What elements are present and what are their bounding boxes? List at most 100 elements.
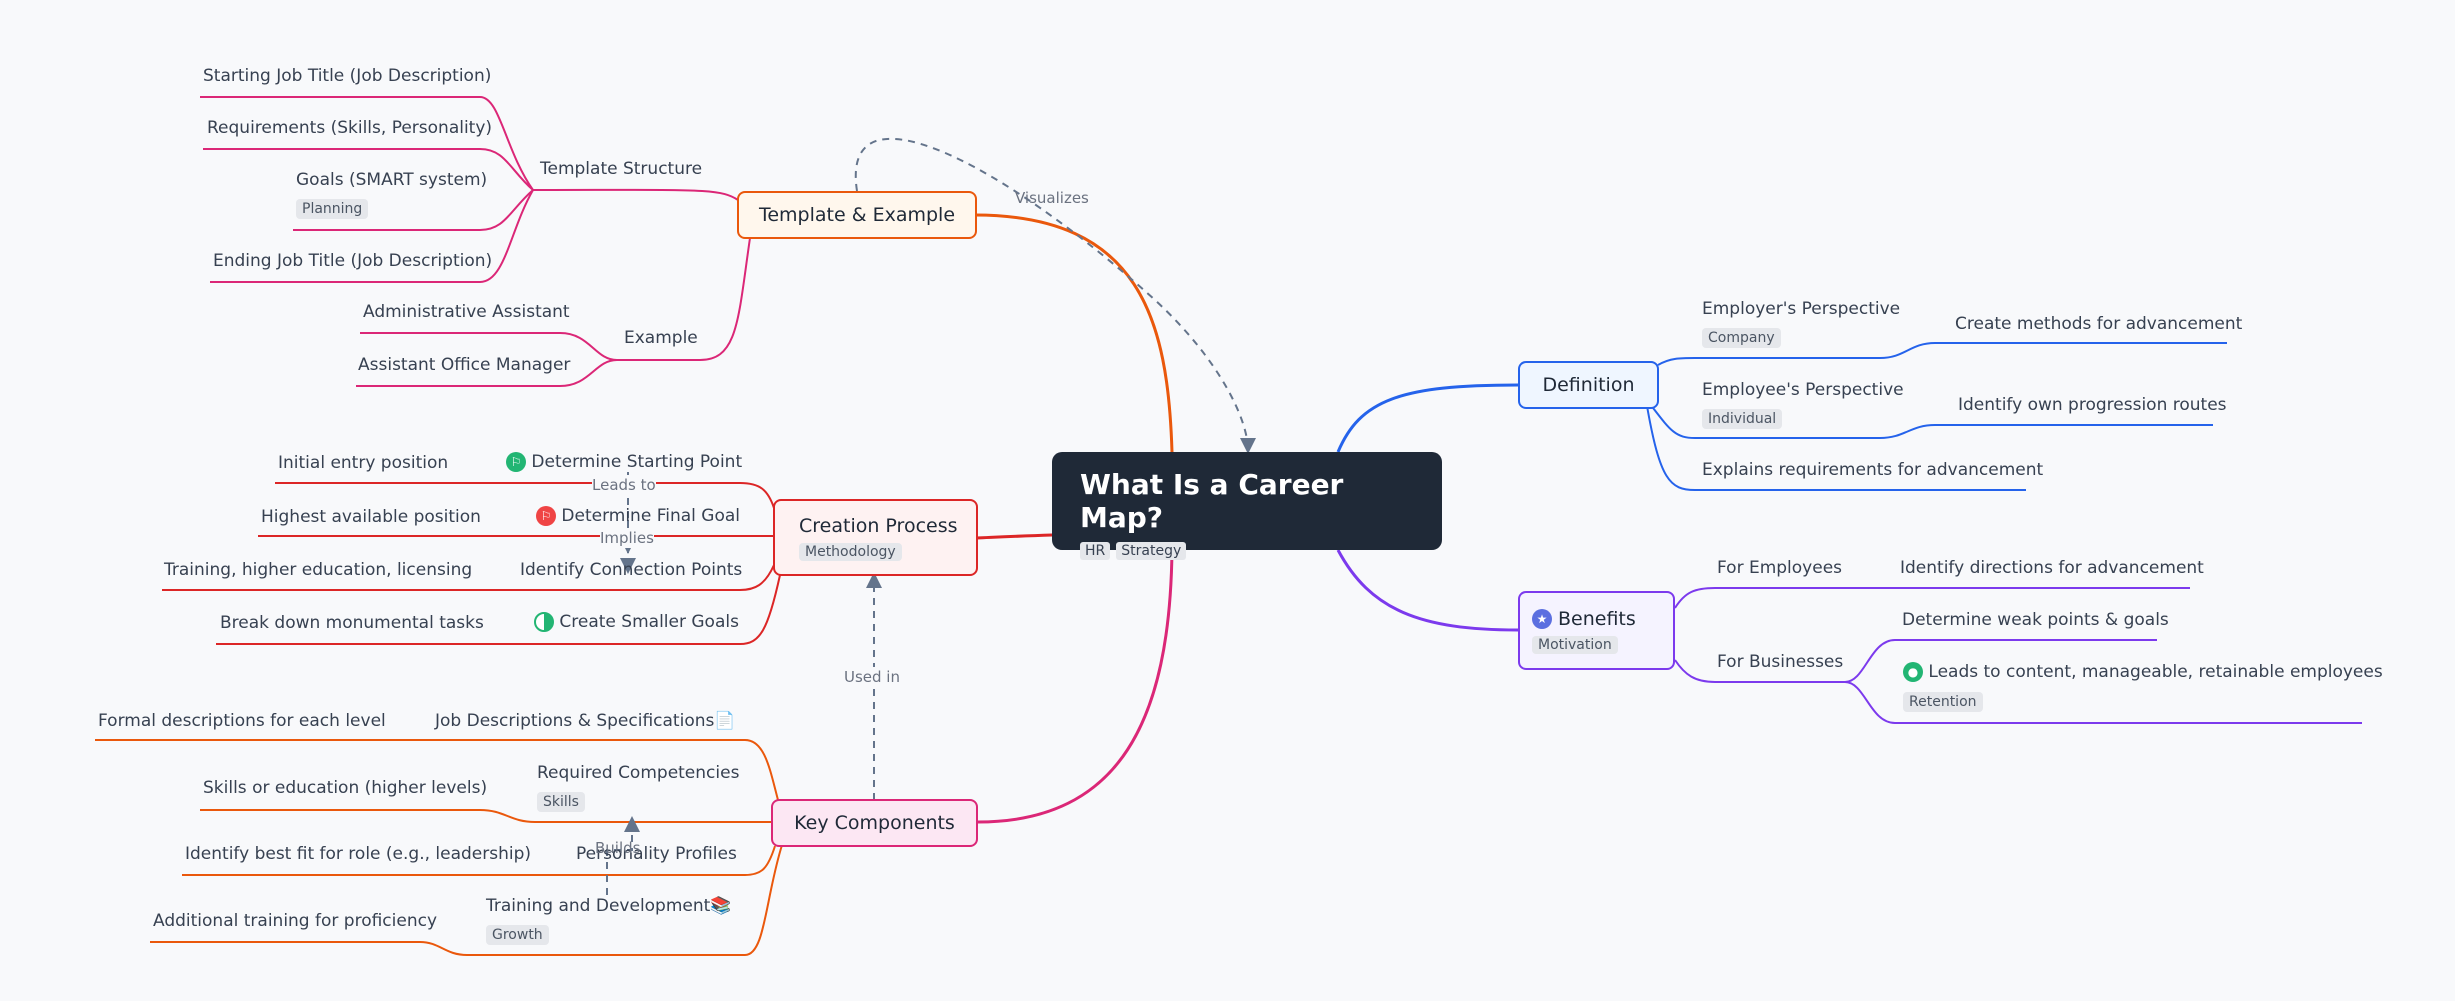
edge-root-creation (976, 533, 1053, 540)
relation-builds-label: Builds (595, 839, 641, 857)
relation-visualizes (854, 137, 1256, 454)
edge-structure-goals (293, 189, 534, 231)
example-label[interactable]: Example (624, 328, 698, 348)
individual-tag: Individual (1702, 409, 1783, 429)
example-item-admin[interactable]: Administrative Assistant (363, 302, 570, 322)
edge-root-template (974, 213, 1174, 453)
step-final-goal[interactable]: ⚐ Determine Final Goal (536, 506, 740, 526)
node-template-example[interactable]: Template & Example (737, 191, 977, 239)
example-item-office-manager[interactable]: Assistant Office Manager (358, 355, 571, 375)
node-definition[interactable]: Definition (1518, 361, 1659, 409)
benefits-for-businesses[interactable]: For Businesses (1717, 652, 1844, 672)
edge-ben-businesses (1674, 659, 1845, 683)
edge-comp-jobdesc (95, 739, 779, 801)
benefits-for-employees[interactable]: For Employees (1717, 558, 1843, 578)
leaf-formal-descriptions[interactable]: Formal descriptions for each level (98, 711, 386, 731)
definition-employee[interactable]: Employee's Perspective (1702, 380, 1904, 400)
edge-ben-employees (1674, 587, 2190, 609)
edge-comp-training (150, 844, 783, 956)
edge-def-employer (1657, 342, 2227, 366)
growth-tag: Growth (486, 925, 549, 945)
leaf-highest-position[interactable]: Highest available position (261, 507, 481, 527)
edge-ben-weakpoints (1844, 639, 2157, 683)
planning-tag: Planning (296, 199, 369, 219)
leaf-training-education[interactable]: Training, higher education, licensing (164, 560, 473, 580)
edge-root-definition (1336, 383, 1519, 453)
structure-item-requirements[interactable]: Requirements (Skills, Personality) (207, 118, 493, 138)
definition-employer[interactable]: Employer's Perspective (1702, 299, 1901, 319)
skills-tag: Skills (537, 792, 585, 812)
step-final-goal-label: Determine Final Goal (561, 506, 740, 526)
node-creation-process-label: Creation Process (799, 514, 958, 537)
root-tags: HR Strategy (1080, 542, 1414, 560)
step-smaller-goals[interactable]: Create Smaller Goals (534, 612, 739, 632)
leaf-create-methods[interactable]: Create methods for advancement (1955, 314, 2243, 334)
edge-template-structure (532, 188, 739, 201)
edge-example-office (356, 359, 618, 387)
template-structure-label[interactable]: Template Structure (540, 159, 703, 179)
company-tag: Company (1702, 328, 1781, 348)
node-key-components[interactable]: Key Components (771, 799, 978, 847)
user-icon: ● (1903, 662, 1923, 682)
component-job-descriptions[interactable]: Job Descriptions & Specifications📄 (435, 711, 736, 731)
node-benefits[interactable]: ★ Benefits Motivation (1518, 591, 1675, 670)
leaf-initial-entry[interactable]: Initial entry position (278, 453, 449, 473)
edge-def-explains (1646, 405, 2026, 491)
edge-step-smaller (216, 574, 781, 645)
root-tag-strategy: Strategy (1116, 542, 1187, 560)
relation-builds (606, 816, 640, 895)
methodology-tag: Methodology (799, 542, 902, 561)
leaf-directions-advancement[interactable]: Identify directions for advancement (1900, 558, 2204, 578)
relation-visualizes-label: Visualizes (1015, 189, 1089, 207)
component-competencies[interactable]: Required Competencies (537, 763, 740, 783)
structure-item-start-title[interactable]: Starting Job Title (Job Description) (203, 66, 492, 86)
edge-structure-job-end (210, 189, 534, 283)
definition-explains[interactable]: Explains requirements for advancement (1702, 460, 2044, 480)
step-connection-points[interactable]: Identify Connection Points (520, 560, 743, 580)
retention-tag: Retention (1903, 692, 1983, 712)
relation-leads-to-label: Leads to (592, 475, 656, 495)
edge-structure-job-start (200, 96, 534, 191)
leaf-best-fit[interactable]: Identify best fit for role (e.g., leader… (185, 844, 532, 864)
leaf-break-down[interactable]: Break down monumental tasks (220, 613, 484, 633)
edge-structure-requirements (203, 148, 534, 191)
edge-step-connection (162, 564, 775, 591)
structure-item-goals[interactable]: Goals (SMART system) (296, 170, 488, 190)
step-starting-point[interactable]: ⚐ Determine Starting Point (506, 452, 742, 472)
component-training[interactable]: Training and Development📚 (486, 896, 732, 916)
node-creation-process[interactable]: Creation Process Methodology (773, 499, 978, 576)
edge-template-example (617, 237, 751, 361)
root-node[interactable]: What Is a Career Map? HR Strategy (1052, 452, 1442, 560)
half-circle-icon (534, 612, 554, 632)
leaf-content-employees[interactable]: ● Leads to content, manageable, retainab… (1903, 662, 2383, 682)
star-icon: ★ (1532, 608, 1552, 629)
edge-root-components (977, 549, 1174, 824)
flag-icon: ⚐ (536, 506, 556, 526)
step-starting-point-label: Determine Starting Point (531, 452, 743, 472)
component-personality[interactable]: Personality Profiles (576, 844, 737, 864)
edge-ben-content (1844, 681, 2362, 724)
flag-icon: ⚐ (506, 452, 526, 472)
leaf-additional-training[interactable]: Additional training for proficiency (153, 911, 438, 931)
edge-root-benefits (1336, 549, 1519, 632)
node-key-components-label: Key Components (794, 812, 955, 834)
node-definition-label: Definition (1542, 374, 1635, 396)
root-tag-hr: HR (1080, 542, 1111, 560)
leaf-weak-points[interactable]: Determine weak points & goals (1902, 610, 2169, 630)
edge-comp-competencies (200, 809, 772, 823)
structure-item-end-title[interactable]: Ending Job Title (Job Description) (213, 251, 493, 271)
edge-def-employee (1649, 403, 2213, 439)
node-template-example-label: Template & Example (758, 204, 956, 226)
node-benefits-label: Benefits (1558, 607, 1636, 630)
edge-example-admin (360, 332, 618, 361)
leaf-skills-education[interactable]: Skills or education (higher levels) (203, 778, 488, 798)
edge-step-start (275, 482, 775, 509)
root-title: What Is a Career Map? (1080, 468, 1344, 534)
edge-comp-personality (182, 845, 776, 876)
leaf-progression-routes[interactable]: Identify own progression routes (1958, 395, 2227, 415)
motivation-tag: Motivation (1532, 635, 1618, 654)
step-smaller-goals-label: Create Smaller Goals (559, 612, 739, 632)
leaf-content-employees-label: Leads to content, manageable, retainable… (1928, 662, 2383, 682)
relation-implies-label: Implies (600, 528, 654, 548)
